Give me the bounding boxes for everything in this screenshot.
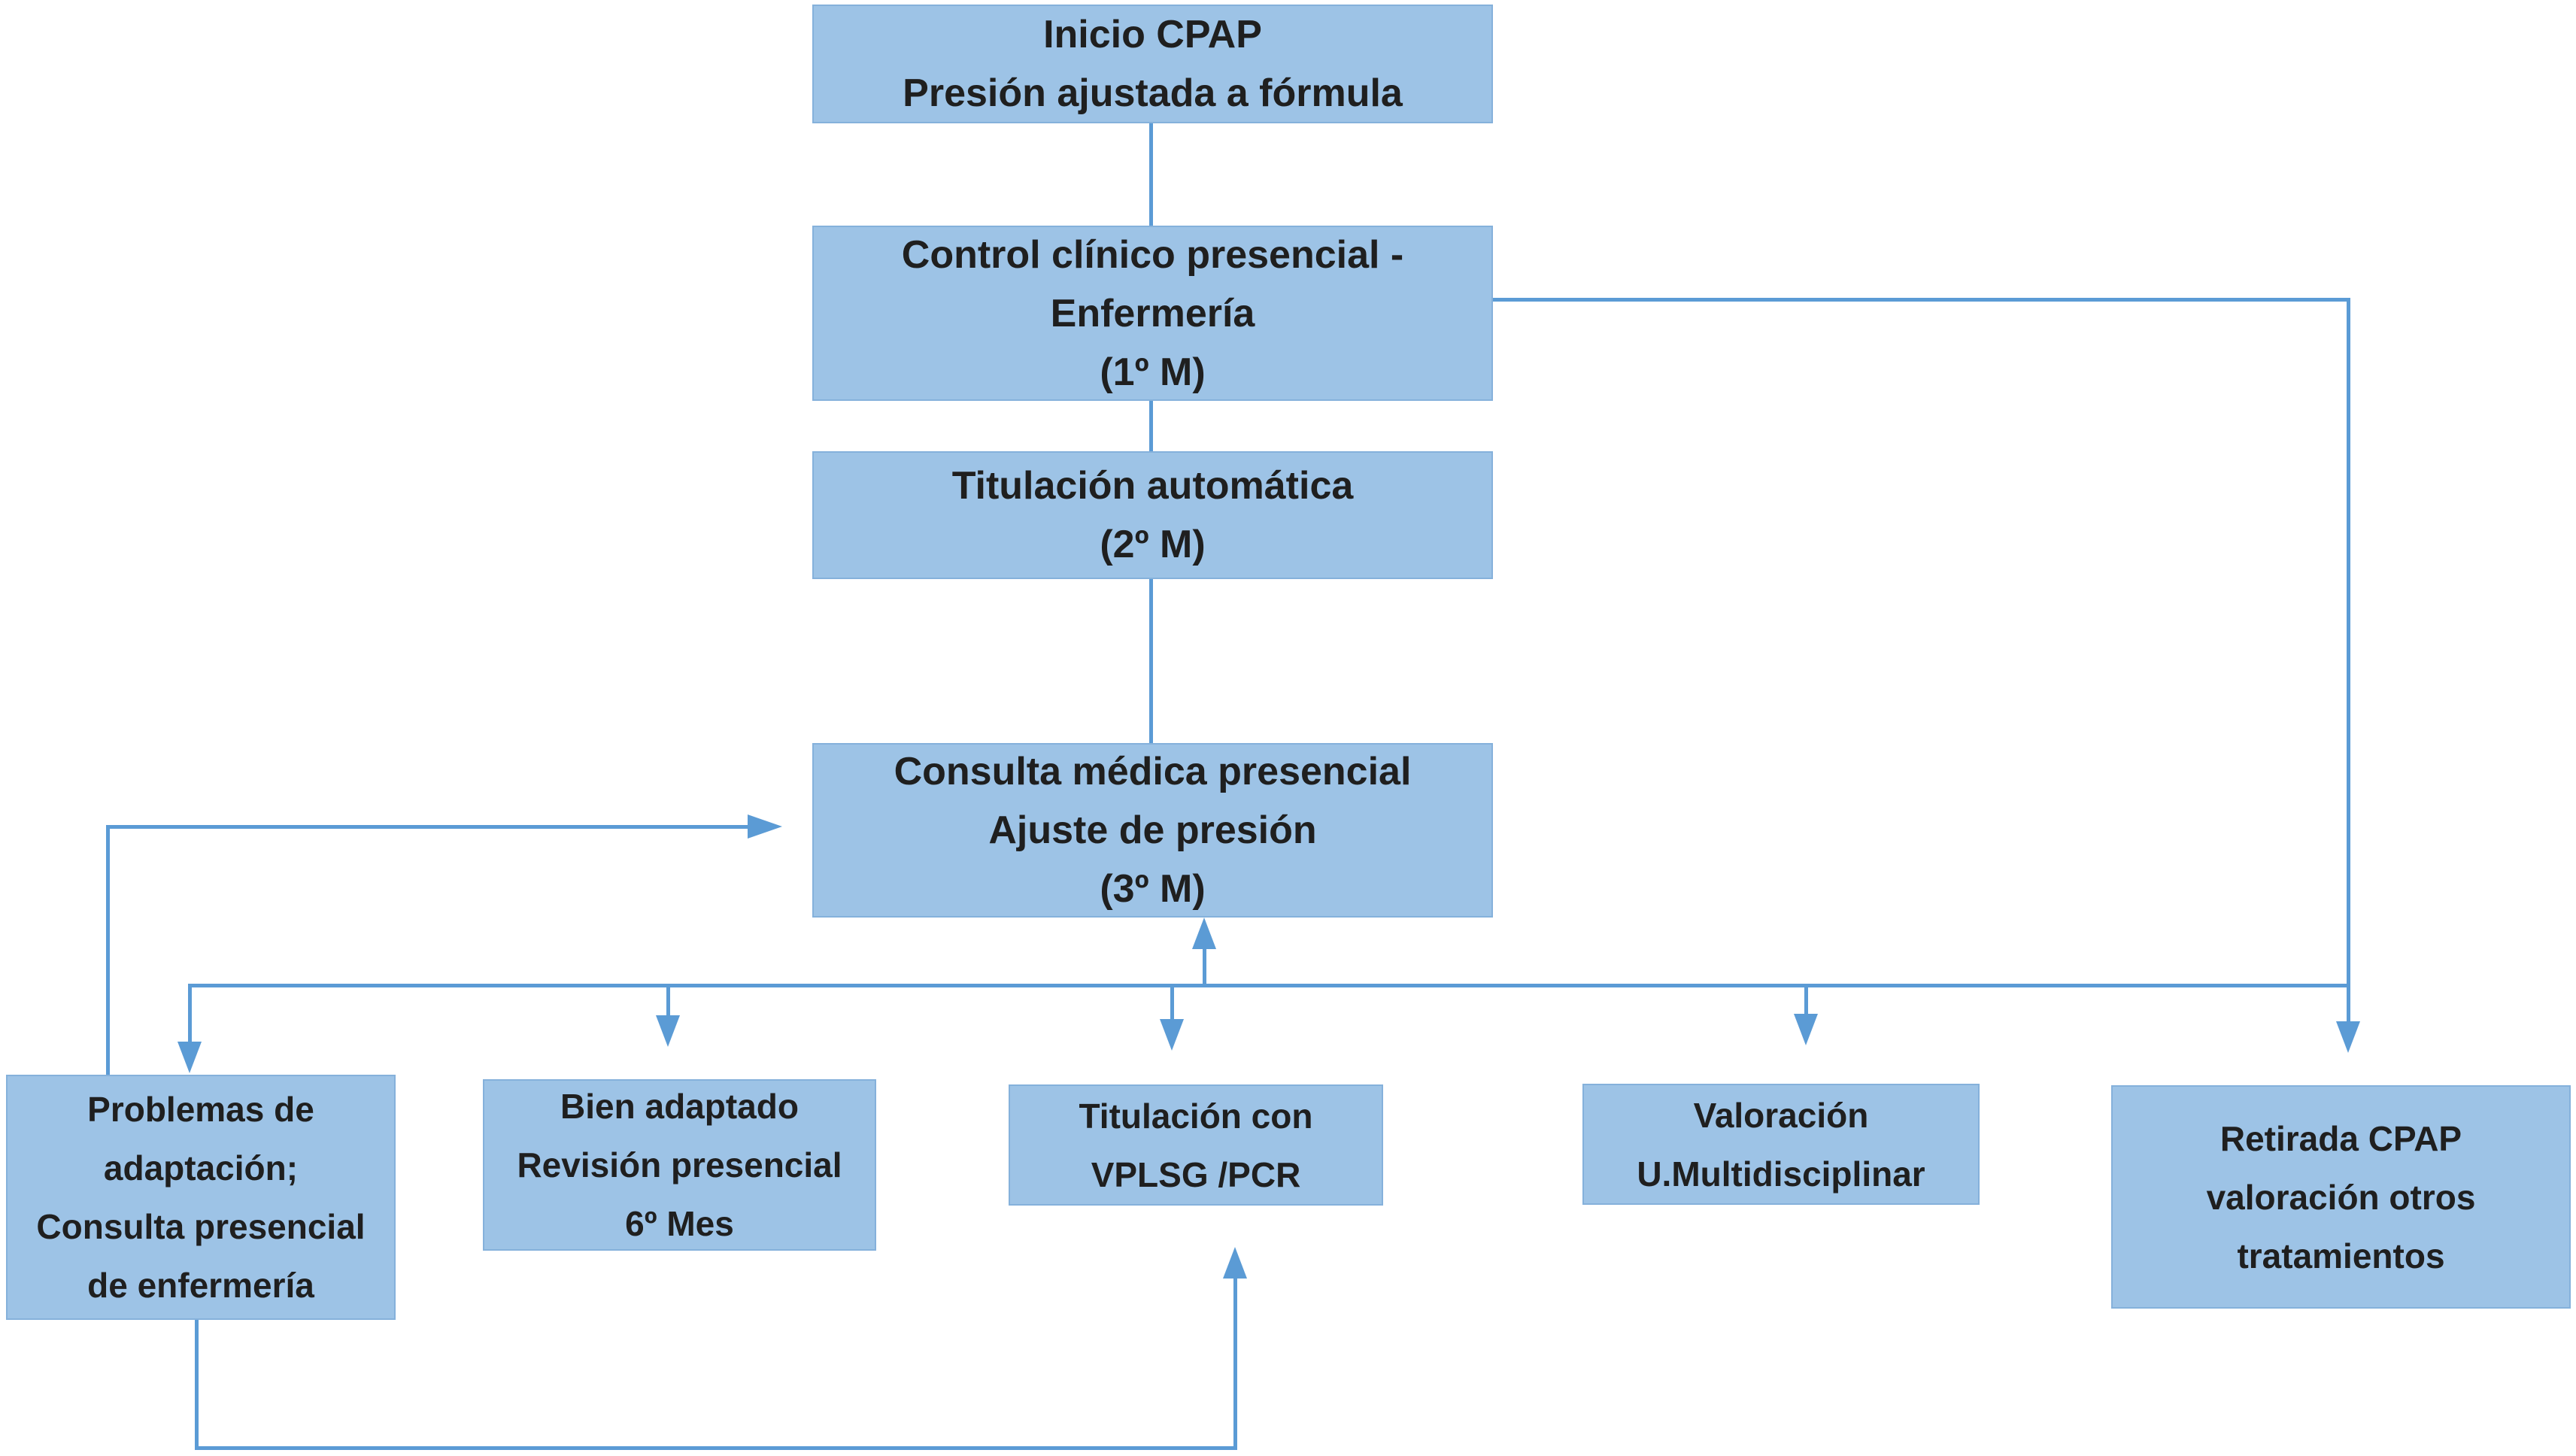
connector-branch-to-retirada <box>2347 984 2350 1023</box>
connector-branch-to-bien-adaptado <box>666 984 670 1018</box>
arrowhead-to-vplsg <box>1160 1019 1184 1051</box>
connector-branch-to-valoracion <box>1804 984 1808 1015</box>
node-problemas-adaptacion: Problemas de adaptación; Consulta presen… <box>6 1075 396 1320</box>
connector-branch-to-vplsg <box>1170 984 1174 1020</box>
connector-problemas-feedback-vertical <box>106 825 110 1075</box>
node-control-clinico: Control clínico presencial - Enfermería … <box>812 226 1493 401</box>
connector-inicio-to-control <box>1149 123 1153 226</box>
arrowhead-loop-to-vplsg <box>1223 1247 1247 1279</box>
node-consulta-medica: Consulta médica presencial Ajuste de pre… <box>812 743 1493 918</box>
connector-bottom-loop-left-vertical <box>195 1320 199 1450</box>
connector-bottom-loop-horizontal <box>195 1446 1237 1450</box>
arrowhead-to-problemas <box>177 1042 202 1073</box>
connector-branch-to-problemas <box>188 984 192 1044</box>
node-inicio-cpap: Inicio CPAP Presión ajustada a fórmula <box>812 5 1493 123</box>
arrowhead-feedback-to-consulta <box>748 814 782 839</box>
arrowhead-to-valoracion <box>1794 1014 1818 1045</box>
arrowhead-to-retirada <box>2336 1021 2360 1053</box>
node-bien-adaptado: Bien adaptado Revisión presencial 6º Mes <box>483 1079 876 1251</box>
connector-bottom-loop-right-vertical <box>1233 1279 1237 1450</box>
node-retirada-cpap: Retirada CPAP valoración otros tratamien… <box>2111 1085 2571 1309</box>
connector-titulacion-to-consulta <box>1149 579 1153 743</box>
node-valoracion-multidisciplinar: Valoración U.Multidisciplinar <box>1582 1084 1980 1205</box>
connector-branch-line <box>188 984 2350 987</box>
connector-problemas-feedback-horizontal <box>106 825 748 829</box>
connector-branch-to-consulta-up <box>1203 949 1206 984</box>
arrowhead-to-bien-adaptado <box>656 1015 680 1047</box>
node-titulacion-vplsg-pcr: Titulación con VPLSG /PCR <box>1009 1084 1383 1206</box>
connector-control-to-retirada-horizontal <box>1493 298 2350 302</box>
connector-control-to-titulacion <box>1149 401 1153 451</box>
arrowhead-up-to-consulta <box>1192 918 1216 949</box>
node-titulacion-automatica: Titulación automática (2º M) <box>812 451 1493 579</box>
connector-control-to-retirada-vertical <box>2347 298 2350 987</box>
